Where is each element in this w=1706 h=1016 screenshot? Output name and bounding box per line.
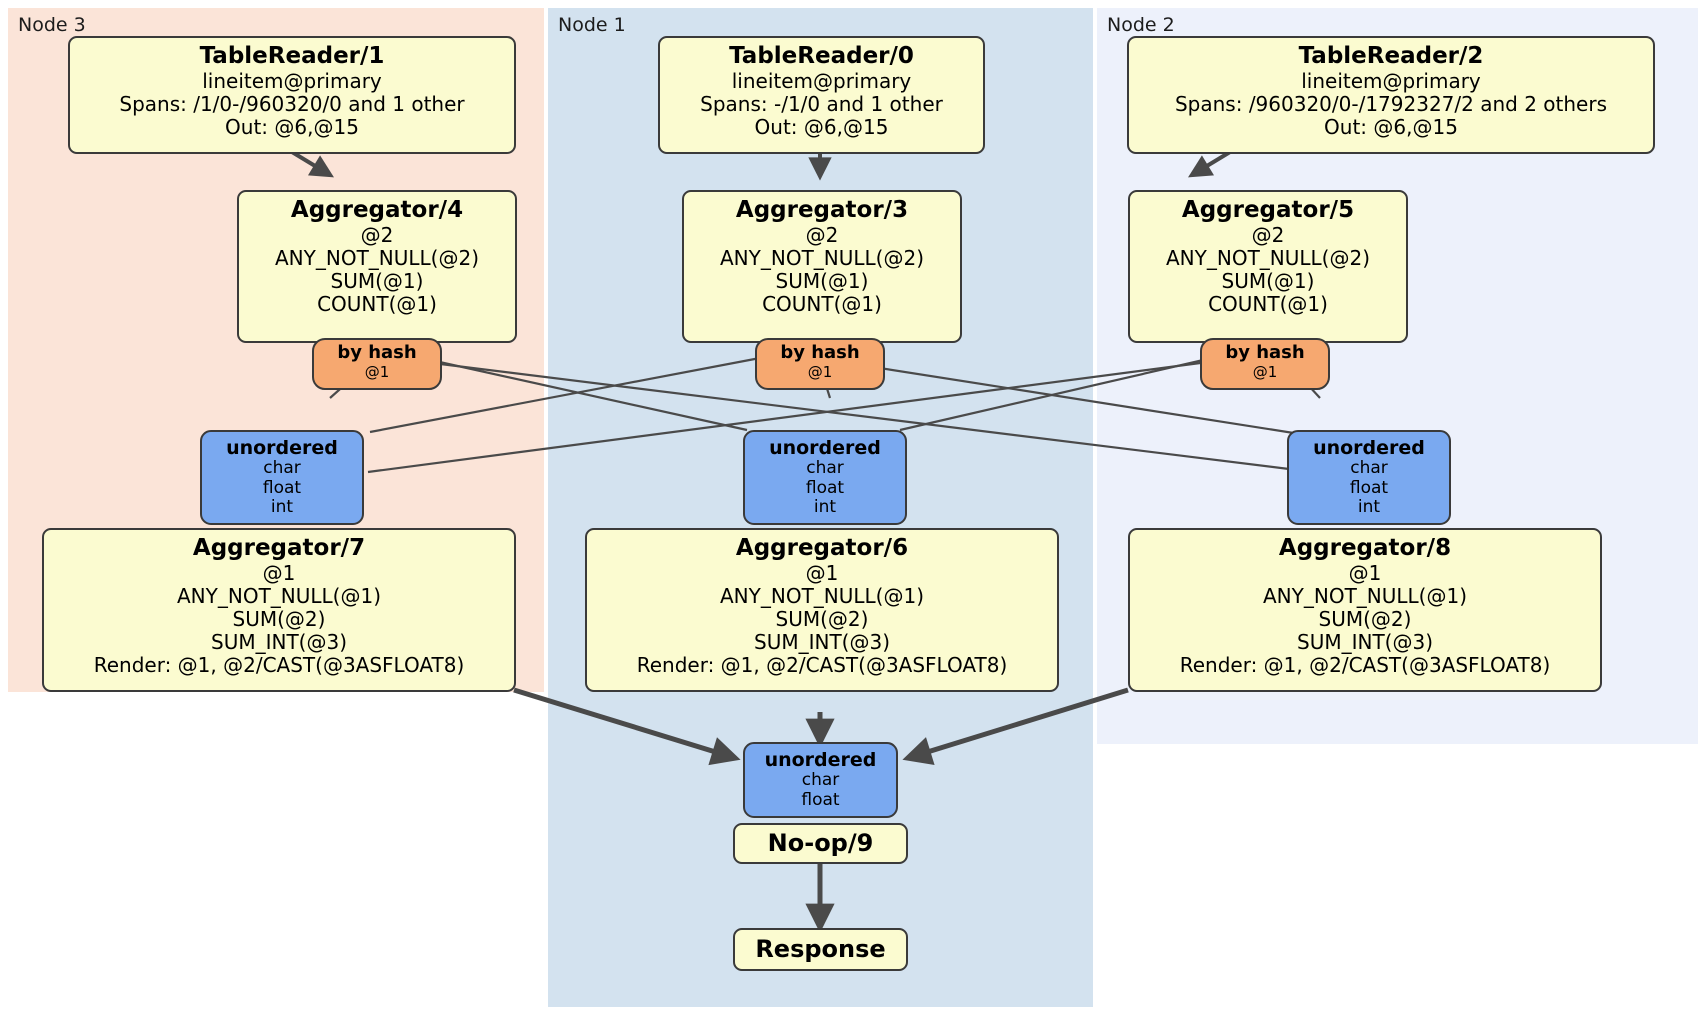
edge-hash2-sync3 — [367, 360, 1209, 474]
synchronizer-unordered-node-2-title: unordered — [1313, 437, 1425, 459]
processor-aggregator-6-line-4: Render: @1, @2/CAST(@3ASFLOAT8) — [636, 653, 1008, 678]
synchronizer-unordered-final[interactable]: unordered char float — [743, 742, 898, 818]
processor-aggregator-6-line-2: SUM(@2) — [775, 607, 869, 632]
processor-aggregator-7-line-3: SUM_INT(@3) — [211, 630, 347, 655]
edge-hash2-sync1 — [899, 356, 1213, 432]
router-hash-node-3-title: by hash — [337, 342, 417, 363]
processor-response[interactable]: Response — [733, 928, 908, 971]
processor-aggregator-6-line-0: @1 — [805, 560, 839, 585]
synchronizer-unordered-node-3-line-0: char — [263, 458, 301, 479]
processor-aggregator-3-line-0: @2 — [805, 222, 839, 247]
processor-aggregator-3-line-3: COUNT(@1) — [762, 292, 882, 317]
panel-node-2-label: Node 2 — [1107, 14, 1175, 36]
processor-tablereader-2-line-0: lineitem@primary — [1301, 68, 1481, 93]
synchronizer-unordered-node-2-line-0: char — [1350, 458, 1388, 479]
router-hash-node-1-title: by hash — [780, 342, 860, 363]
processor-response-title: Response — [755, 934, 886, 963]
synchronizer-unordered-node-3[interactable]: unordered char float int — [200, 430, 364, 525]
processor-aggregator-4-line-0: @2 — [360, 222, 394, 247]
processor-aggregator-4-line-3: COUNT(@1) — [317, 292, 437, 317]
processor-noop-9[interactable]: No-op/9 — [733, 823, 908, 864]
processor-aggregator-7-line-0: @1 — [262, 560, 296, 585]
edge-tablereader1-aggregator4 — [290, 150, 334, 178]
processor-tablereader-0-line-1: Spans: -/1/0 and 1 other — [700, 91, 943, 116]
synchronizer-unordered-node-2-line-2: int — [1357, 497, 1381, 518]
panel-node-1-label: Node 1 — [558, 14, 626, 36]
processor-tablereader-2[interactable]: TableReader/2 lineitem@primary Spans: /9… — [1127, 36, 1655, 154]
processor-aggregator-8-title: Aggregator/8 — [1278, 535, 1452, 561]
panel-node-3-label: Node 3 — [18, 14, 86, 36]
processor-noop-9-title: No-op/9 — [767, 828, 874, 857]
processor-aggregator-3-title: Aggregator/3 — [735, 197, 909, 223]
processor-aggregator-8-line-1: ANY_NOT_NULL(@1) — [1263, 583, 1467, 608]
processor-aggregator-7-title: Aggregator/7 — [192, 535, 366, 561]
processor-aggregator-6[interactable]: Aggregator/6 @1 ANY_NOT_NULL(@1) SUM(@2)… — [585, 528, 1059, 692]
edge-hash1-sync2 — [815, 356, 1301, 436]
processor-tablereader-0-line-2: Out: @6,@15 — [754, 115, 889, 140]
processor-aggregator-4-line-2: SUM(@1) — [330, 269, 424, 294]
processor-tablereader-1-line-1: Spans: /1/0-/960320/0 and 1 other — [119, 91, 465, 116]
processor-aggregator-5-line-2: SUM(@1) — [1221, 269, 1315, 294]
synchronizer-unordered-final-line-0: char — [801, 770, 840, 791]
synchronizer-unordered-final-line-1: float — [801, 789, 840, 810]
processor-aggregator-8-line-4: Render: @1, @2/CAST(@3ASFLOAT8) — [1179, 653, 1551, 678]
processor-aggregator-5-title: Aggregator/5 — [1181, 197, 1355, 223]
processor-aggregator-4-line-1: ANY_NOT_NULL(@2) — [275, 245, 479, 270]
synchronizer-unordered-node-2-line-1: float — [1349, 477, 1389, 498]
processor-tablereader-0-line-0: lineitem@primary — [731, 68, 912, 93]
router-hash-node-2-line-0: @1 — [1252, 362, 1278, 381]
processor-aggregator-8-line-2: SUM(@2) — [1318, 607, 1412, 632]
edge-hash1-sync3 — [369, 356, 761, 434]
synchronizer-unordered-node-3-title: unordered — [226, 437, 338, 459]
synchronizer-unordered-node-3-line-1: float — [262, 477, 302, 498]
processor-tablereader-2-title: TableReader/2 — [1298, 43, 1484, 69]
processor-aggregator-4-title: Aggregator/4 — [290, 197, 464, 223]
processor-aggregator-6-title: Aggregator/6 — [735, 535, 909, 561]
processor-tablereader-2-line-2: Out: @6,@15 — [1324, 115, 1458, 140]
synchronizer-unordered-node-1-line-0: char — [806, 458, 844, 479]
synchronizer-unordered-final-title: unordered — [764, 749, 877, 771]
processor-aggregator-5-line-3: COUNT(@1) — [1208, 292, 1328, 317]
processor-aggregator-5-line-0: @2 — [1251, 222, 1285, 247]
edge-hash3-sync2 — [407, 358, 1298, 472]
edge-aggregator7-syncfinal — [513, 687, 741, 766]
edge-aggregator8-syncfinal — [902, 687, 1129, 766]
router-hash-node-3[interactable]: by hash @1 — [312, 338, 442, 390]
processor-aggregator-3[interactable]: Aggregator/3 @2 ANY_NOT_NULL(@2) SUM(@1)… — [682, 190, 962, 343]
processor-aggregator-3-line-2: SUM(@1) — [775, 269, 869, 294]
synchronizer-unordered-node-2[interactable]: unordered char float int — [1287, 430, 1451, 525]
processor-aggregator-6-line-1: ANY_NOT_NULL(@1) — [720, 583, 924, 608]
processor-aggregator-4[interactable]: Aggregator/4 @2 ANY_NOT_NULL(@2) SUM(@1)… — [237, 190, 517, 343]
processor-aggregator-5-line-1: ANY_NOT_NULL(@2) — [1166, 245, 1370, 270]
edge-tablereader2-aggregator5 — [1188, 150, 1232, 178]
router-hash-node-2[interactable]: by hash @1 — [1200, 338, 1330, 390]
synchronizer-unordered-node-1-title: unordered — [769, 437, 881, 459]
processor-tablereader-1-title: TableReader/1 — [199, 43, 385, 69]
processor-aggregator-6-line-3: SUM_INT(@3) — [754, 630, 890, 655]
synchronizer-unordered-node-1-line-1: float — [805, 477, 845, 498]
processor-aggregator-7[interactable]: Aggregator/7 @1 ANY_NOT_NULL(@1) SUM(@2)… — [42, 528, 516, 692]
processor-tablereader-0-title: TableReader/0 — [729, 43, 914, 69]
router-hash-node-2-title: by hash — [1225, 342, 1305, 363]
processor-tablereader-1-line-0: lineitem@primary — [202, 68, 382, 93]
router-hash-node-3-line-0: @1 — [364, 362, 390, 381]
processor-tablereader-2-line-1: Spans: /960320/0-/1792327/2 and 2 others — [1174, 91, 1607, 116]
processor-tablereader-1[interactable]: TableReader/1 lineitem@primary Spans: /1… — [68, 36, 516, 154]
processor-aggregator-8-line-0: @1 — [1348, 560, 1382, 585]
processor-aggregator-8-line-3: SUM_INT(@3) — [1297, 630, 1433, 655]
processor-tablereader-0[interactable]: TableReader/0 lineitem@primary Spans: -/… — [658, 36, 985, 154]
router-hash-node-1-line-0: @1 — [807, 362, 833, 381]
processor-aggregator-7-line-4: Render: @1, @2/CAST(@3ASFLOAT8) — [93, 653, 465, 678]
processor-aggregator-7-line-2: SUM(@2) — [232, 607, 326, 632]
router-hash-node-1[interactable]: by hash @1 — [755, 338, 885, 390]
synchronizer-unordered-node-1-line-2: int — [813, 497, 837, 518]
processor-aggregator-8[interactable]: Aggregator/8 @1 ANY_NOT_NULL(@1) SUM(@2)… — [1128, 528, 1602, 692]
synchronizer-unordered-node-1[interactable]: unordered char float int — [743, 430, 907, 525]
processor-aggregator-3-line-1: ANY_NOT_NULL(@2) — [720, 245, 924, 270]
processor-tablereader-1-line-2: Out: @6,@15 — [225, 115, 359, 140]
processor-aggregator-7-line-1: ANY_NOT_NULL(@1) — [177, 583, 381, 608]
synchronizer-unordered-node-3-line-2: int — [270, 497, 294, 518]
processor-aggregator-5[interactable]: Aggregator/5 @2 ANY_NOT_NULL(@2) SUM(@1)… — [1128, 190, 1408, 343]
